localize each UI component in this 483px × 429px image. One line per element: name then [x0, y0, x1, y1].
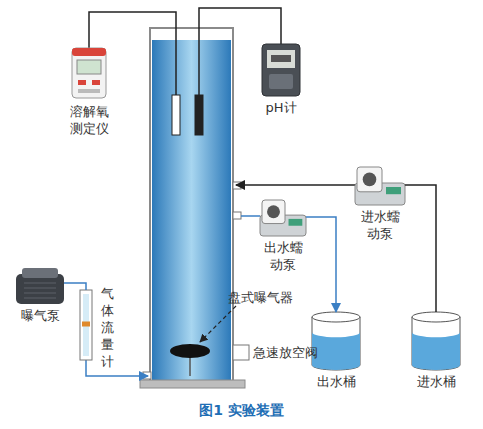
device-label: 进水蠕动泵: [359, 209, 401, 243]
bucket-water: [312, 332, 360, 370]
diffuser-leader: [200, 306, 236, 342]
tube-connector: [306, 217, 336, 312]
air-tube: [86, 360, 148, 376]
device-node: 气体流量计: [80, 290, 92, 360]
device-label: 气体流量计: [100, 286, 114, 370]
meter-body: [262, 44, 300, 96]
device-label: 出水蠕动泵: [262, 240, 304, 274]
meter-button: [78, 89, 100, 93]
pump-vent: [24, 298, 56, 299]
meter-screen: [267, 50, 295, 68]
meter-digits: [271, 55, 291, 62]
device-label: 进水桶: [411, 374, 461, 391]
part-label: 盘式曝气器: [228, 290, 293, 307]
meter-keypad: [269, 74, 293, 89]
pump-panel: [386, 187, 401, 194]
device-node: 进水桶: [412, 312, 460, 370]
meter-band: [72, 48, 106, 56]
outlet-port: [233, 212, 241, 219]
device-label: 出水桶: [311, 374, 361, 391]
drain-valve: [233, 345, 249, 360]
pump-vent: [24, 288, 56, 289]
device-outline: [80, 290, 92, 360]
device-node: 出水蠕动泵: [260, 198, 306, 236]
pump-top: [22, 268, 58, 278]
device-outline: [355, 165, 405, 205]
device-outline: [260, 198, 306, 236]
pump-body: [16, 274, 64, 304]
flowmeter-tube: [83, 294, 89, 356]
pump-head: [357, 167, 382, 192]
column-base: [140, 380, 245, 388]
meter-button: [92, 80, 100, 85]
device-node: 溶解氧测定仪: [72, 48, 106, 98]
device-node: 曝气泵: [16, 268, 64, 304]
inlet-tube: [236, 184, 355, 186]
bucket-water: [412, 332, 460, 370]
meter-body: [72, 48, 106, 98]
disc-diffuser: [170, 344, 210, 358]
pump-head: [262, 200, 285, 224]
meter-button: [78, 80, 86, 85]
pump-rotor: [363, 173, 377, 187]
device-node: 出水桶: [312, 312, 360, 370]
diffuser-stem: [189, 358, 191, 376]
tube-connector: [405, 185, 436, 312]
pump-vent: [24, 293, 56, 294]
device-label: 溶解氧测定仪: [68, 104, 110, 138]
device-label: pH计: [261, 100, 301, 117]
figure-caption: 图1 实验装置: [0, 402, 483, 420]
bucket-rim: [412, 312, 460, 322]
device-node: 进水蠕动泵: [355, 165, 405, 205]
device-outline: [312, 312, 360, 370]
tube-connector: [64, 283, 86, 290]
do-probe: [172, 95, 180, 135]
bucket-body: [412, 317, 460, 370]
device-node: pH计: [262, 44, 300, 96]
reactor-water: [152, 40, 231, 380]
device-outline: [16, 268, 64, 304]
pump-vent: [24, 283, 56, 284]
pump-rotor: [267, 205, 280, 218]
device-outline: [72, 48, 106, 98]
part-label: 急速放空阀: [253, 345, 318, 362]
ph-probe: [195, 95, 203, 135]
outlet-tube: [241, 215, 260, 217]
device-outline: [262, 44, 300, 96]
bucket-rim: [312, 312, 360, 322]
device-outline: [412, 312, 460, 370]
device-label: 曝气泵: [15, 308, 65, 325]
reactor-column: [150, 28, 233, 382]
flowmeter-float: [82, 322, 90, 327]
pump-panel: [289, 219, 303, 226]
meter-screen: [77, 60, 101, 74]
bucket-body: [312, 317, 360, 370]
flowmeter-body: [80, 290, 92, 360]
